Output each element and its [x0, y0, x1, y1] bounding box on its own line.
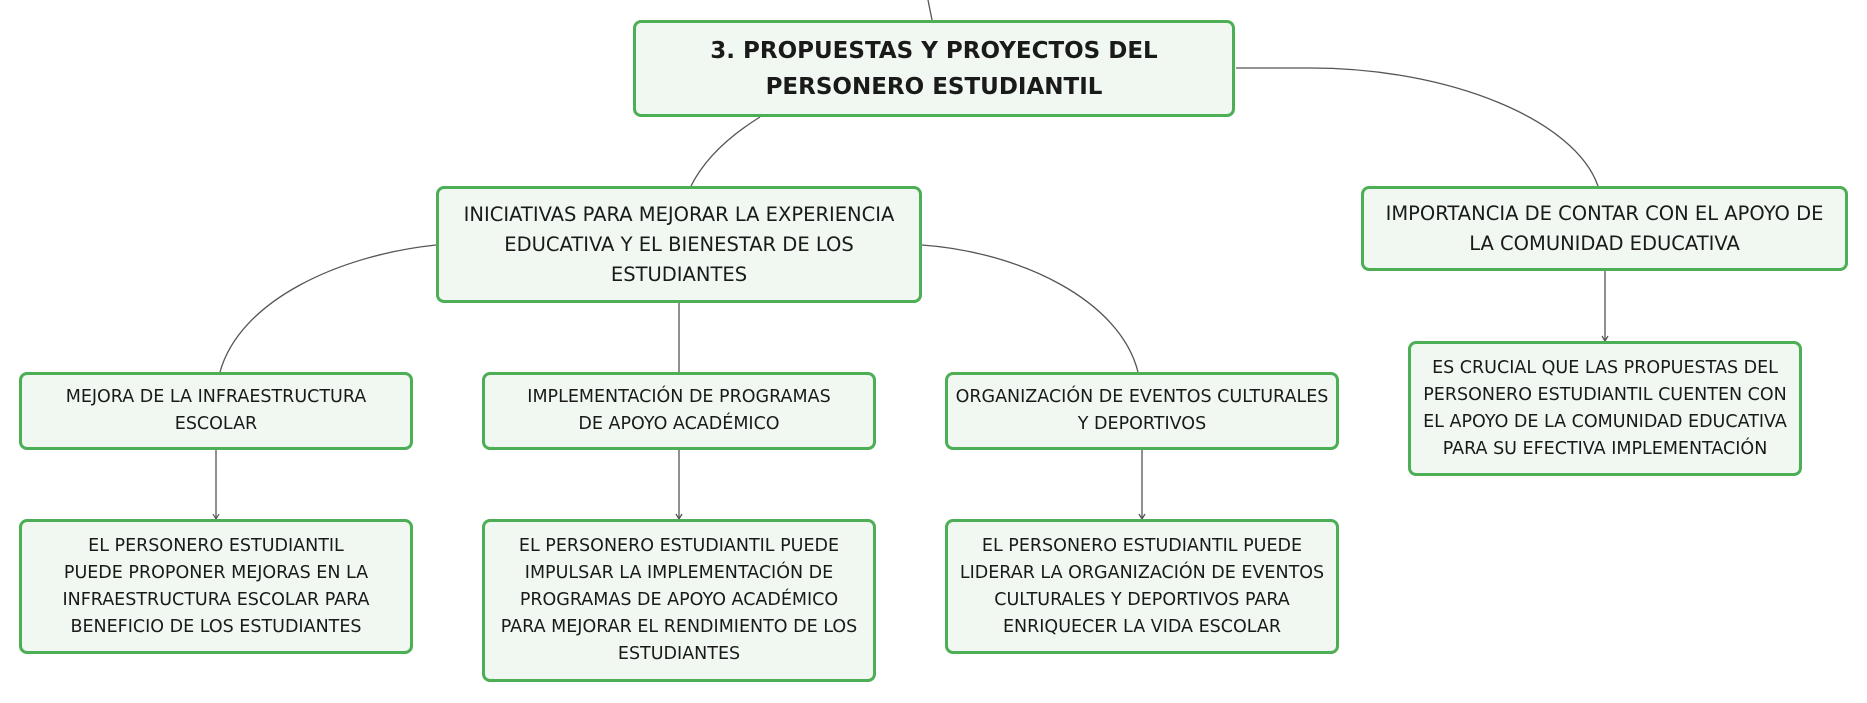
detail-node-events[interactable]: EL PERSONERO ESTUDIANTIL PUEDE LIDERAR L… — [945, 519, 1339, 654]
branch-node-community-support[interactable]: IMPORTANCIA DE CONTAR CON EL APOYO DE LA… — [1361, 186, 1848, 271]
branch-node-initiatives-label: INICIATIVAS PARA MEJORAR LA EXPERIENCIA … — [463, 202, 895, 286]
branch-node-initiatives[interactable]: INICIATIVAS PARA MEJORAR LA EXPERIENCIA … — [436, 186, 922, 303]
connector-root-to-branch-1 — [690, 116, 761, 187]
detail-node-infrastructure[interactable]: EL PERSONERO ESTUDIANTIL PUEDE PROPONER … — [19, 519, 413, 654]
connector-incoming — [927, 0, 933, 21]
root-node[interactable]: 3. PROPUESTAS Y PROYECTOS DEL PERSONERO … — [633, 20, 1235, 117]
child-node-academic-support[interactable]: IMPLEMENTACIÓN DE PROGRAMAS DE APOYO ACA… — [482, 372, 876, 450]
child-node-infrastructure-label: MEJORA DE LA INFRAESTRUCTURA ESCOLAR — [65, 387, 367, 434]
detail-node-community-support-text: ES CRUCIAL QUE LAS PROPUESTAS DEL PERSON… — [1423, 357, 1787, 459]
connector-branch-1-to-child-1 — [219, 244, 437, 373]
detail-node-events-text: EL PERSONERO ESTUDIANTIL PUEDE LIDERAR L… — [959, 535, 1325, 637]
child-node-infrastructure[interactable]: MEJORA DE LA INFRAESTRUCTURA ESCOLAR — [19, 372, 413, 450]
detail-node-community-support[interactable]: ES CRUCIAL QUE LAS PROPUESTAS DEL PERSON… — [1408, 341, 1802, 476]
connector-root-to-branch-2 — [1236, 67, 1599, 187]
detail-node-infrastructure-text: EL PERSONERO ESTUDIANTIL PUEDE PROPONER … — [62, 535, 370, 637]
detail-node-academic-support[interactable]: EL PERSONERO ESTUDIANTIL PUEDE IMPULSAR … — [482, 519, 876, 682]
child-node-events-label: ORGANIZACIÓN DE EVENTOS CULTURALES Y DEP… — [955, 387, 1329, 434]
detail-node-academic-support-text: EL PERSONERO ESTUDIANTIL PUEDE IMPULSAR … — [500, 536, 858, 664]
child-node-academic-support-label: IMPLEMENTACIÓN DE PROGRAMAS DE APOYO ACA… — [527, 387, 831, 434]
connector-branch-1-to-child-3 — [921, 244, 1139, 373]
root-node-label: 3. PROPUESTAS Y PROYECTOS DEL PERSONERO … — [710, 37, 1158, 100]
branch-node-community-support-label: IMPORTANCIA DE CONTAR CON EL APOYO DE LA… — [1385, 201, 1824, 255]
child-node-events[interactable]: ORGANIZACIÓN DE EVENTOS CULTURALES Y DEP… — [945, 372, 1339, 450]
